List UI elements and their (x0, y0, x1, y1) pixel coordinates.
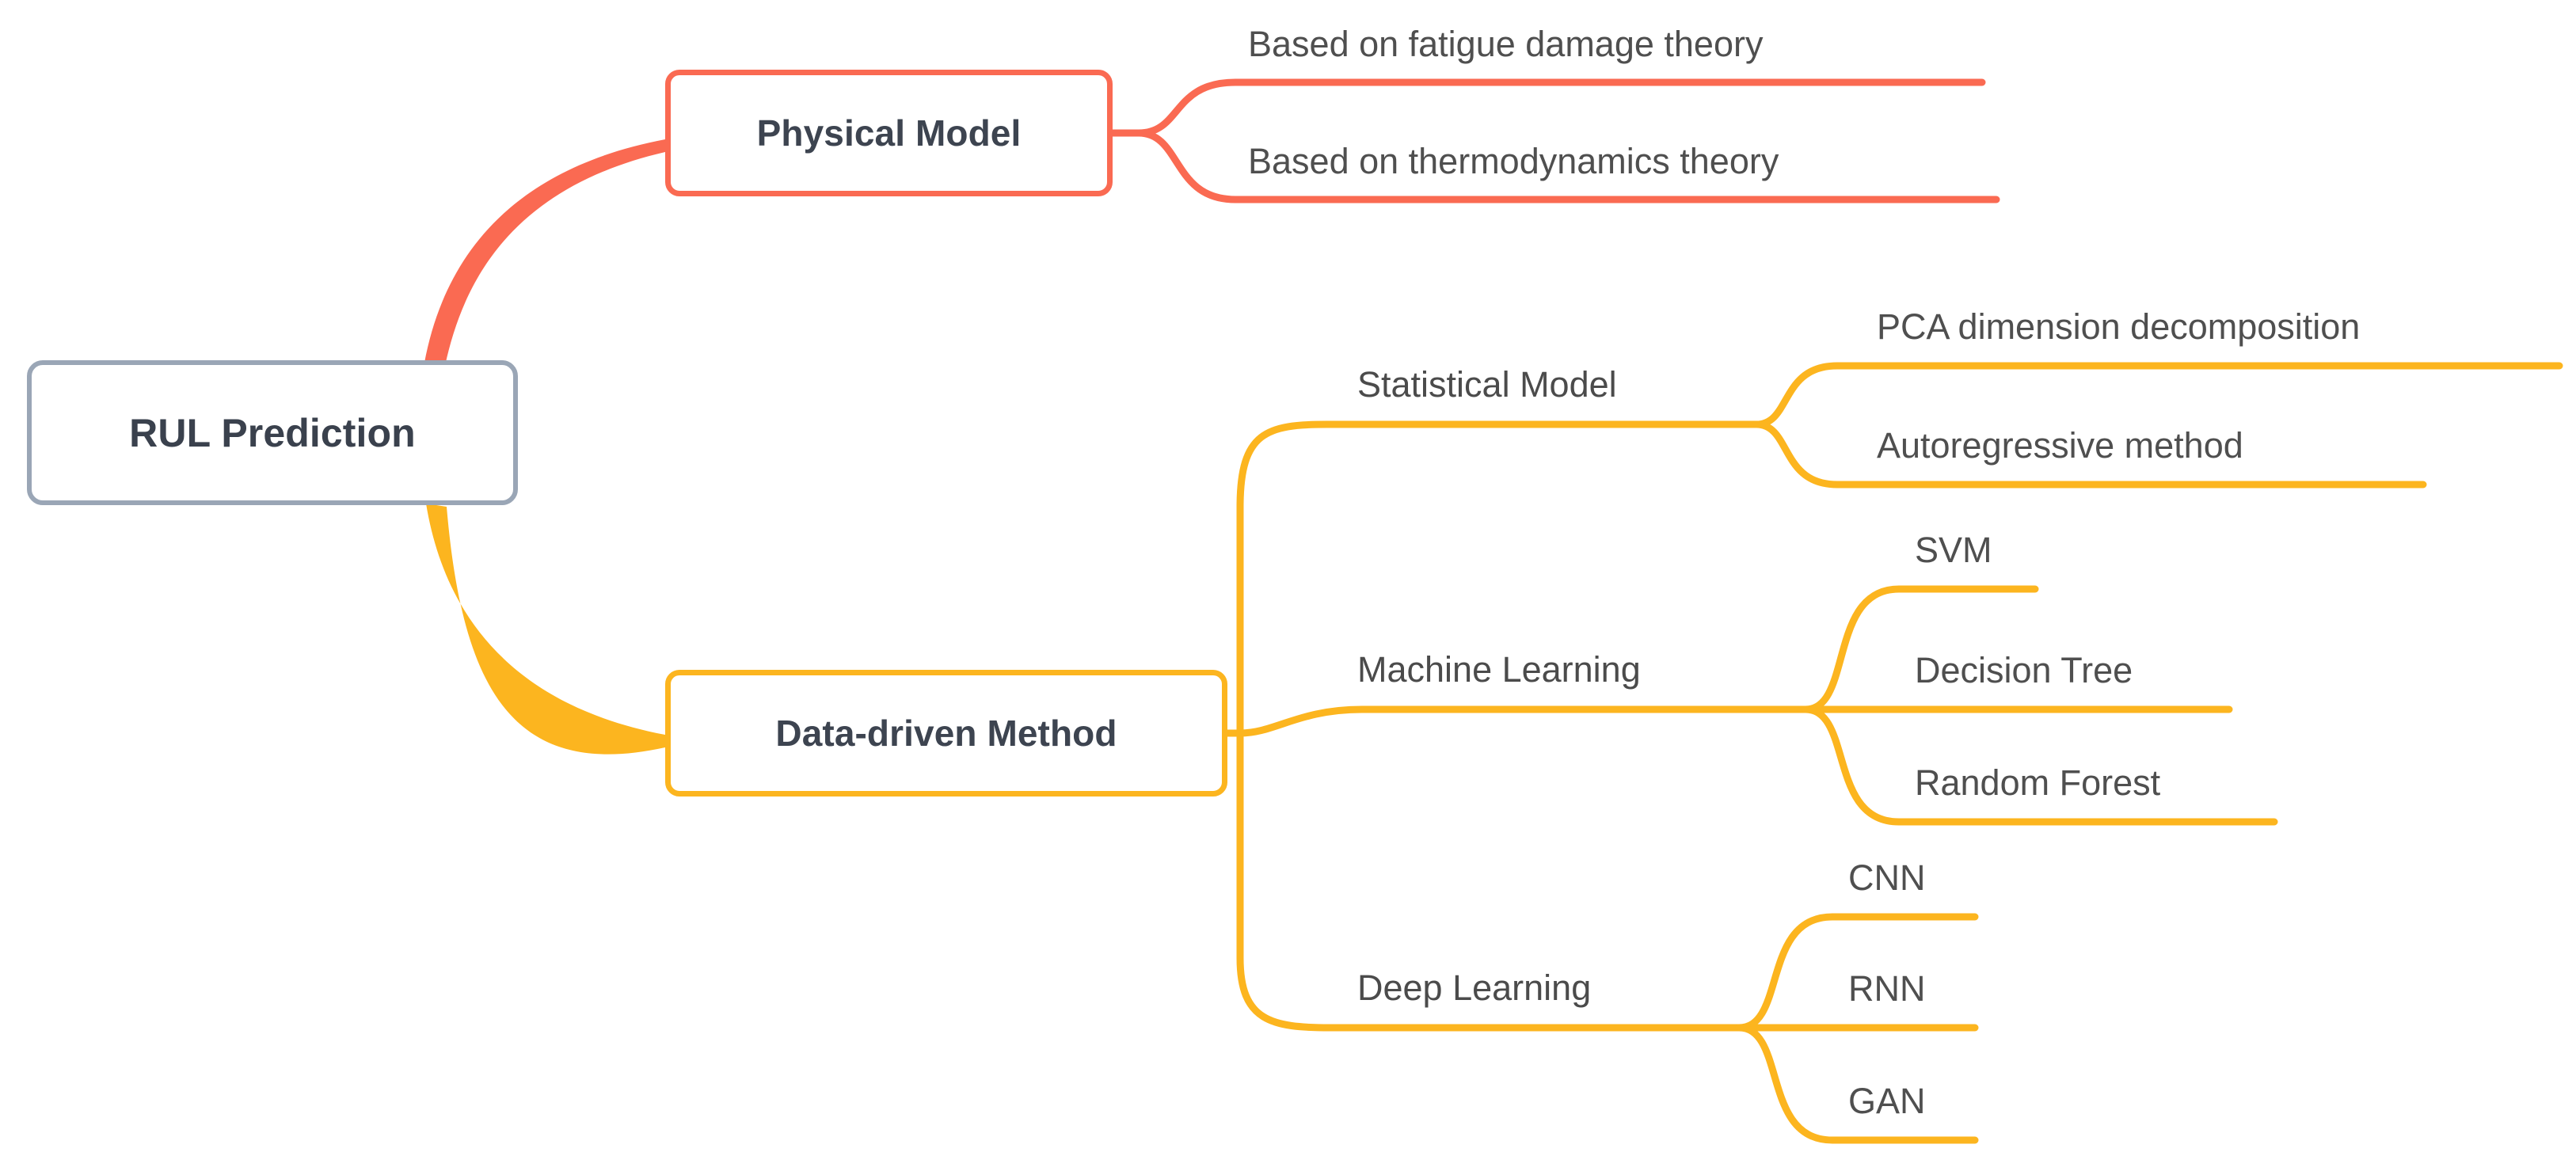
connector-ml-to-random-forest (1802, 705, 2278, 826)
node-data-driven-method-label: Data-driven Method (775, 713, 1117, 754)
connector-dl-to-gan (1735, 1024, 1979, 1144)
leaf-autoregressive-method[interactable]: Autoregressive method (1877, 425, 2243, 466)
connector-statistical-to-autoregressive (1752, 420, 2427, 489)
branch-statistical-model[interactable]: Statistical Model (1357, 364, 1617, 405)
leaf-random-forest[interactable]: Random Forest (1915, 762, 2161, 803)
branch-machine-learning[interactable]: Machine Learning (1357, 649, 1641, 690)
node-rul-prediction-label: RUL Prediction (129, 410, 416, 455)
node-data-driven-method[interactable]: Data-driven Method (665, 670, 1227, 797)
connector-ml-to-svm (1802, 585, 2039, 713)
connector-physical-to-thermo (1135, 129, 2000, 203)
connector-statistical-to-pca (1752, 362, 2563, 428)
leaf-gan[interactable]: GAN (1848, 1081, 1926, 1121)
branch-deep-learning[interactable]: Deep Learning (1357, 968, 1592, 1008)
connector-physical-to-fatigue (1135, 78, 1986, 137)
node-rul-prediction[interactable]: RUL Prediction (27, 360, 518, 505)
connector-trunk-to-statistical (1236, 420, 1760, 737)
connector-dl-to-cnn (1735, 913, 1979, 1032)
leaf-pca-dimension-decomposition[interactable]: PCA dimension decomposition (1877, 306, 2361, 347)
leaf-thermodynamics-theory[interactable]: Based on thermodynamics theory (1248, 141, 1779, 181)
leaf-rnn[interactable]: RNN (1848, 968, 1926, 1009)
leaf-decision-tree[interactable]: Decision Tree (1915, 650, 2133, 690)
connector-trunk-to-dl (1236, 729, 1743, 1032)
leaf-fatigue-damage-theory[interactable]: Based on fatigue damage theory (1248, 24, 1764, 64)
connector-root-to-physical (424, 139, 665, 366)
leaf-svm[interactable]: SVM (1915, 530, 1992, 570)
node-physical-model[interactable]: Physical Model (665, 70, 1113, 196)
leaf-cnn[interactable]: CNN (1848, 857, 1926, 898)
connector-trunk-to-ml (1236, 705, 1809, 737)
node-physical-model-label: Physical Model (756, 112, 1022, 154)
connector-root-to-datadriven (426, 504, 665, 755)
